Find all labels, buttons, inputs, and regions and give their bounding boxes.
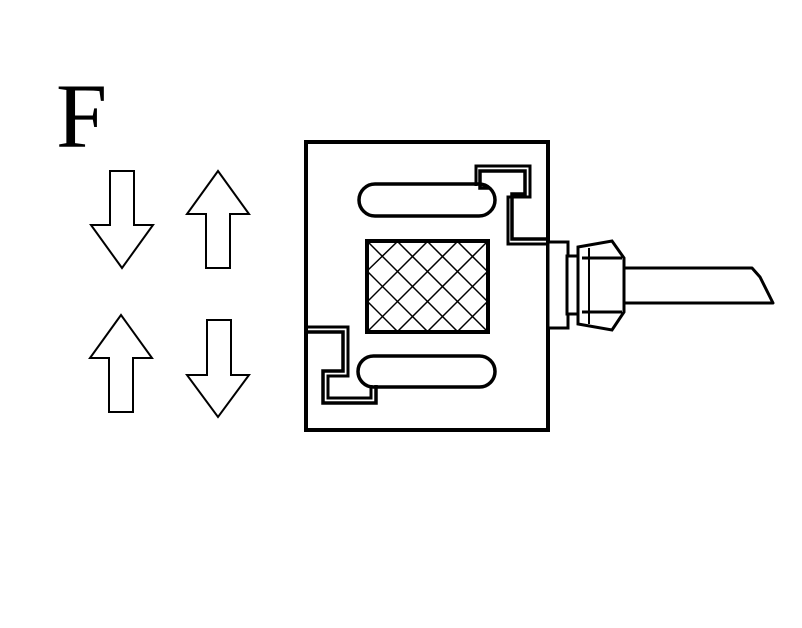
force-label: F [56,65,108,167]
strain-gauge [365,239,490,334]
cable [622,266,775,305]
down-arrow-icon [185,319,251,419]
upper-notch [478,169,548,241]
lower-notch [306,330,378,405]
upper-slot [357,182,497,218]
up-arrow-icon [185,169,251,269]
up-arrow-icon [88,313,154,413]
connector-nut [576,239,626,332]
load-cell-body [304,140,550,432]
force-arrows [88,169,251,419]
down-arrow-icon [89,170,155,270]
lower-slot [356,354,497,389]
connector-base [546,240,570,330]
connector-collar [565,254,580,316]
cable-connector [546,239,626,332]
